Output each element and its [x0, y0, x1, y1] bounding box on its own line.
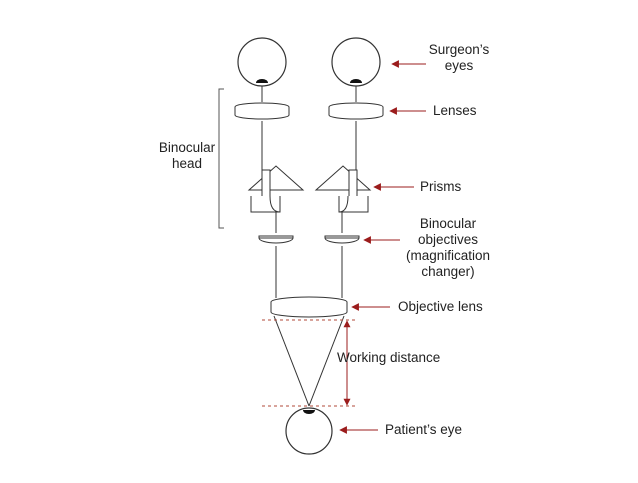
right-eyepiece-lens: [328, 102, 384, 120]
surgeon-right-eye: [331, 37, 381, 87]
label-objective-lens: Objective lens: [398, 299, 483, 314]
label-binocular-objectives: Binocular objectives (magnification chan…: [400, 216, 496, 280]
label-surgeon-eyes: Surgeon’s eyes: [420, 42, 498, 74]
label-prisms: Prisms: [420, 179, 462, 194]
right-prism: [314, 165, 372, 213]
label-binocular-head: Binocular head: [156, 140, 218, 172]
left-eyepiece-lens: [234, 102, 290, 120]
label-binocular-head-line2: head: [171, 156, 203, 171]
binocular-head-bracket: [218, 88, 224, 229]
label-binocular-head-line1: Binocular: [158, 140, 216, 155]
label-surgeon-eyes-line2: eyes: [444, 58, 474, 73]
patient-eye: [285, 407, 333, 455]
label-binocular-objectives-line3: (magnification: [405, 248, 491, 263]
left-optical-path: [261, 86, 277, 298]
label-lenses: Lenses: [433, 103, 477, 118]
label-surgeon-eyes-line1: Surgeon’s: [428, 42, 490, 57]
right-binocular-objective: [324, 235, 360, 244]
label-binocular-objectives-line2: objectives: [417, 232, 479, 247]
focus-cone: [273, 315, 345, 407]
left-prism: [247, 165, 305, 213]
left-binocular-objective: [258, 235, 294, 244]
label-working-distance: Working distance: [337, 350, 441, 365]
right-optical-path: [341, 86, 357, 298]
surgeon-left-eye: [237, 37, 287, 87]
objective-lens: [270, 296, 348, 318]
label-binocular-objectives-line4: changer): [421, 264, 475, 279]
label-binocular-objectives-line1: Binocular: [419, 216, 477, 231]
label-patient-eye: Patient’s eye: [385, 422, 463, 437]
